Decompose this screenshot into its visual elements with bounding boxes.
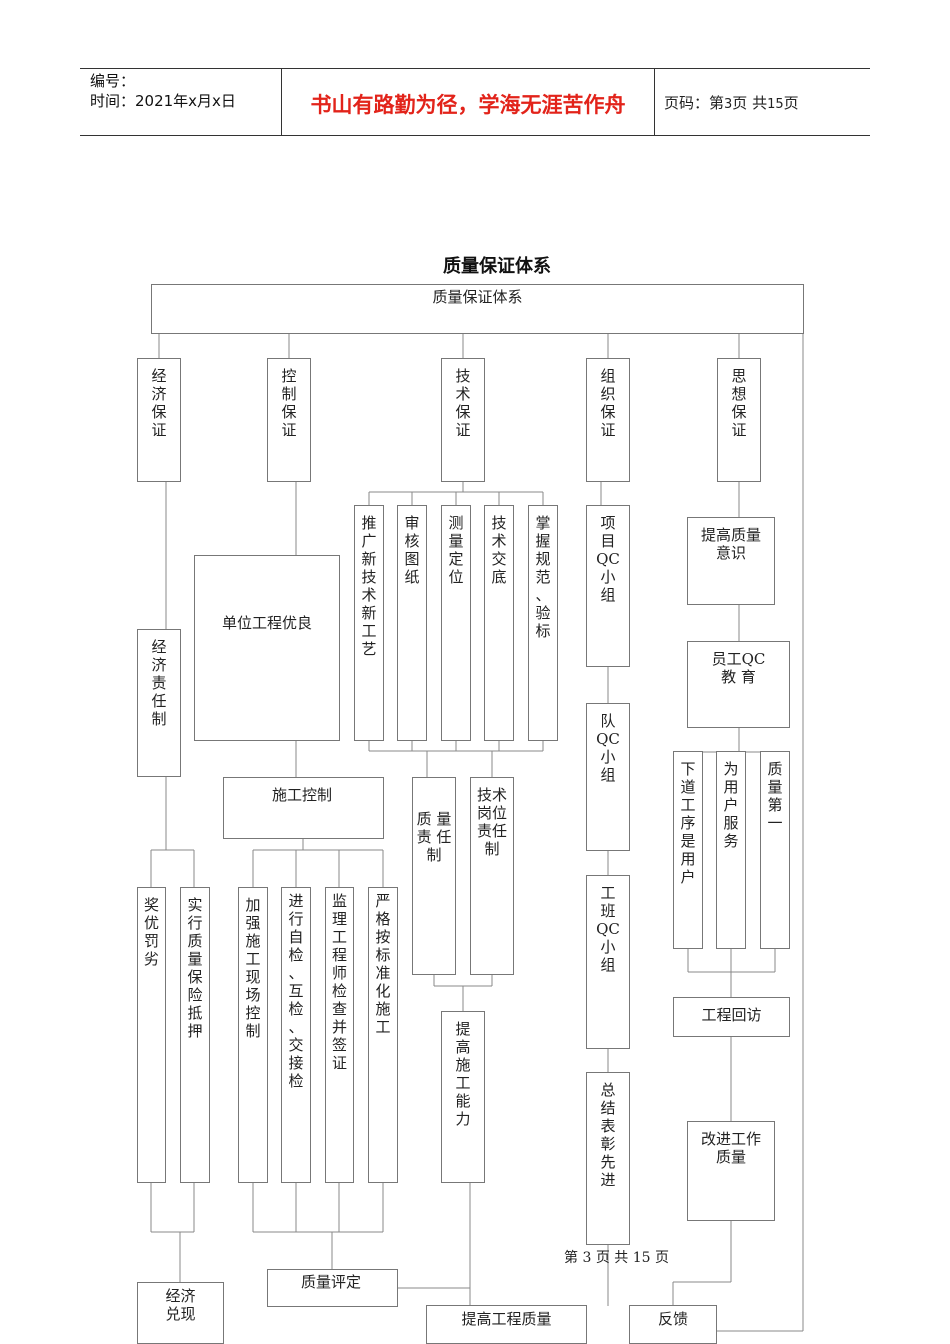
node-label: 质量评定 [301,1273,362,1291]
node-serve-user: 为 用 户 服 务 [716,751,746,949]
node-label: 提高工程质量 [461,1310,552,1328]
node-summary-commend: 总 结 表 彰 先 进 [586,1072,630,1245]
node-label: 技 术 交 底 [491,514,507,586]
pillar-control-label: 控 制 保 证 [281,367,297,439]
node-label: 技术 岗位 责任 制 [476,786,507,858]
node-label: 总 结 表 彰 先 进 [600,1081,616,1189]
node-label: 推 广 新 技 术 新 工 艺 [361,514,377,658]
doc-time-label: 时间：2021年x月x日 [90,92,236,110]
node-label: 改进工作 质量 [700,1130,761,1166]
pillar-control: 控 制 保 证 [267,358,311,482]
node-standard-construction: 严 格 按 标 准 化 施 工 [368,887,398,1183]
node-label: 下 道 工 序 是 用 户 [680,760,696,886]
header-divider [281,68,282,135]
node-label: 提 高 施 工 能 力 [455,1020,471,1128]
node-quality-awareness: 提高质量 意识 [687,517,775,605]
node-staff-qc-education: 员工QC 教 育 [687,641,790,728]
footer-total: 15 [632,1250,651,1266]
doc-code-label: 编号： [90,72,136,90]
node-quality-assessment: 质量评定 [267,1269,398,1307]
footer-page-number: 第 3 页 共 15 页 [564,1247,669,1267]
node-label: 施工控制 [272,786,333,804]
node-improve-work: 改进工作 质量 [687,1121,775,1221]
node-label: 项 目 QC 小 组 [596,514,620,604]
root-node: 质量保证体系 [151,284,804,334]
node-label: 经 济 责 任 制 [151,638,167,728]
node-crew-qc: 工 班 QC 小 组 [586,875,630,1049]
node-economic-responsibility: 经 济 责 任 制 [137,629,181,777]
node-label: 工 班 QC 小 组 [596,884,620,974]
node-label: 工程回访 [701,1006,762,1024]
pillar-organization-label: 组 织 保 证 [600,367,616,439]
footer-current: 3 [582,1250,592,1266]
header-divider [654,68,655,135]
node-label: 为 用 户 服 务 [723,760,739,850]
pillar-technical-label: 技 术 保 证 [455,367,471,439]
node-quality-first: 质 量 第 一 [760,751,790,949]
node-label: 审 核 图 纸 [404,514,420,586]
node-label: 质 量 第 一 [767,760,783,832]
page-current: 3 [724,97,733,112]
node-label: 经济 兑现 [165,1287,196,1323]
header-top-rule [80,68,870,69]
node-label: 队 QC 小 组 [596,712,620,784]
node-label: 测 量 定 位 [448,514,464,586]
pillar-economic: 经 济 保 证 [137,358,181,482]
pillar-technical: 技 术 保 证 [441,358,485,482]
node-improve-quality: 提高工程质量 [426,1305,587,1344]
node-unit-excellent: 单位工程优良 [194,555,340,741]
page-title: 质量保证体系 [443,256,551,277]
node-label: 提高质量 意识 [700,526,761,562]
node-review-drawings: 审 核 图 纸 [397,505,427,741]
page-label: 页码：第 [664,94,725,112]
pillar-economic-label: 经 济 保 证 [151,367,167,439]
node-label: 掌 握 规 范 、 验 标 [535,514,551,640]
node-master-standards: 掌 握 规 范 、 验 标 [528,505,558,741]
node-label: 加 强 施 工 现 场 控 制 [245,896,261,1040]
page-total: 15 [767,97,784,112]
node-label: 实 行 质 量 保 险 抵 押 [187,896,203,1040]
node-reward-punish: 奖 优 罚 劣 [137,887,166,1183]
node-self-check: 进 行 自 检 、 互 检 、 交 接 检 [281,887,311,1183]
node-project-qc: 项 目 QC 小 组 [586,505,630,667]
root-label: 质量保证体系 [432,288,523,306]
header-page-indicator: 页码：第3页 共15页 [664,92,799,113]
pillar-ideology-label: 思 想 保 证 [731,367,747,439]
page-suffix: 页 [783,94,799,112]
page-mid: 页 共 [732,94,768,112]
node-supervisor-check: 监 理 工 程 师 检 查 并 签 证 [325,887,354,1183]
header-motto: 书山有路勤为径，学海无涯苦作舟 [310,93,626,117]
node-next-process-user: 下 道 工 序 是 用 户 [673,751,703,949]
node-post-responsibility: 技术 岗位 责任 制 [470,777,514,975]
node-improve-ability: 提 高 施 工 能 力 [441,1011,485,1183]
node-label: 单位工程优良 [221,614,312,632]
header-bottom-rule [80,135,870,136]
node-project-revisit: 工程回访 [673,997,790,1037]
node-label: 进 行 自 检 、 互 检 、 交 接 检 [288,892,304,1090]
footer-suffix: 页 [655,1250,670,1266]
node-site-control: 加 强 施 工 现 场 控 制 [238,887,268,1183]
node-label: 严 格 按 标 准 化 施 工 [375,892,391,1036]
node-label: 奖 优 罚 劣 [143,896,159,968]
node-quality-insurance: 实 行 质 量 保 险 抵 押 [180,887,210,1183]
node-economic-fulfil: 经济 兑现 [137,1282,224,1344]
node-label: 质 量 责 任 制 [416,810,452,864]
node-survey-positioning: 测 量 定 位 [441,505,471,741]
node-team-qc: 队 QC 小 组 [586,703,630,851]
node-promote-new-tech: 推 广 新 技 术 新 工 艺 [354,505,384,741]
node-label: 员工QC 教 育 [711,650,766,686]
pillar-organization: 组 织 保 证 [586,358,630,482]
node-feedback: 反馈 [629,1305,717,1344]
node-label: 监 理 工 程 师 检 查 并 签 证 [331,892,347,1072]
node-label: 反馈 [658,1310,689,1328]
footer-mid: 页 共 [595,1250,629,1266]
node-quality-responsibility: 质 量 责 任 制 [412,777,456,975]
pillar-ideology: 思 想 保 证 [717,358,761,482]
footer-prefix: 第 [564,1250,578,1266]
node-technical-disclosure: 技 术 交 底 [484,505,514,741]
node-construction-control: 施工控制 [223,777,384,839]
